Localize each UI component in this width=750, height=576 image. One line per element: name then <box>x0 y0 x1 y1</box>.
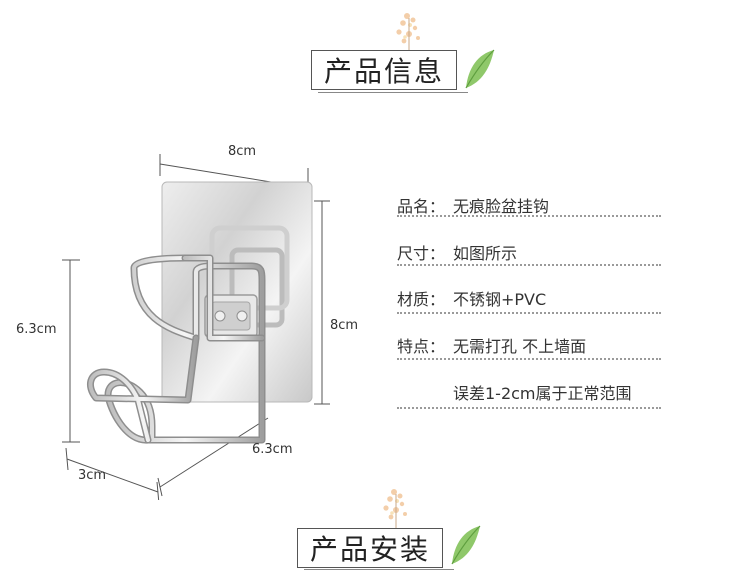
dim-left-height: 6.3cm <box>16 322 57 337</box>
leaf-decoration-icon <box>465 49 495 89</box>
spec-label: 特点： <box>397 337 446 356</box>
spec-row-note: 误差1-2cm属于正常范围 <box>453 380 673 404</box>
section-underline <box>318 92 468 93</box>
spec-divider <box>397 407 661 409</box>
dim-right-height: 8cm <box>330 318 359 333</box>
spec-row-size: 尺寸： 如图所示 <box>397 240 661 264</box>
dim-bottom-depth: 3cm <box>78 468 107 483</box>
flower-decoration-icon <box>396 13 420 53</box>
spec-value: 不锈钢+PVC <box>453 290 547 309</box>
spec-row-name: 品名： 无痕脸盆挂钩 <box>397 193 661 217</box>
flower-decoration-icon <box>383 489 407 529</box>
dim-top-width: 8cm <box>228 144 257 159</box>
dimension-line-depth <box>65 447 160 500</box>
spec-divider <box>397 358 661 360</box>
spec-label: 品名： <box>397 197 446 216</box>
dimension-line-bottom <box>157 417 269 497</box>
spec-note: 误差1-2cm属于正常范围 <box>453 384 632 403</box>
section-underline <box>304 569 454 570</box>
spec-row-feature: 特点： 无需打孔 不上墙面 <box>397 333 661 357</box>
dimension-line-left <box>62 259 80 443</box>
leaf-decoration-icon <box>451 525 481 565</box>
section-title: 产品信息 <box>323 55 444 88</box>
spec-row-material: 材质： 不锈钢+PVC <box>397 286 661 310</box>
wire-hook <box>86 254 266 444</box>
product-illustration <box>62 154 330 500</box>
spec-value: 无痕脸盆挂钩 <box>453 197 550 216</box>
spec-value: 如图所示 <box>453 244 518 263</box>
spec-value: 无需打孔 不上墙面 <box>453 337 587 356</box>
spec-divider <box>397 312 661 314</box>
spec-divider <box>397 215 661 217</box>
spec-label: 尺寸： <box>397 244 446 263</box>
backing-plate <box>161 181 313 403</box>
spec-divider <box>397 264 661 266</box>
spec-label: 材质： <box>397 290 446 309</box>
dim-bottom-width: 6.3cm <box>252 442 293 457</box>
section-title: 产品安装 <box>309 533 430 566</box>
section-title-box: 产品信息 <box>311 50 457 90</box>
dimension-line-right <box>314 200 330 405</box>
section-title-box: 产品安装 <box>297 528 443 568</box>
